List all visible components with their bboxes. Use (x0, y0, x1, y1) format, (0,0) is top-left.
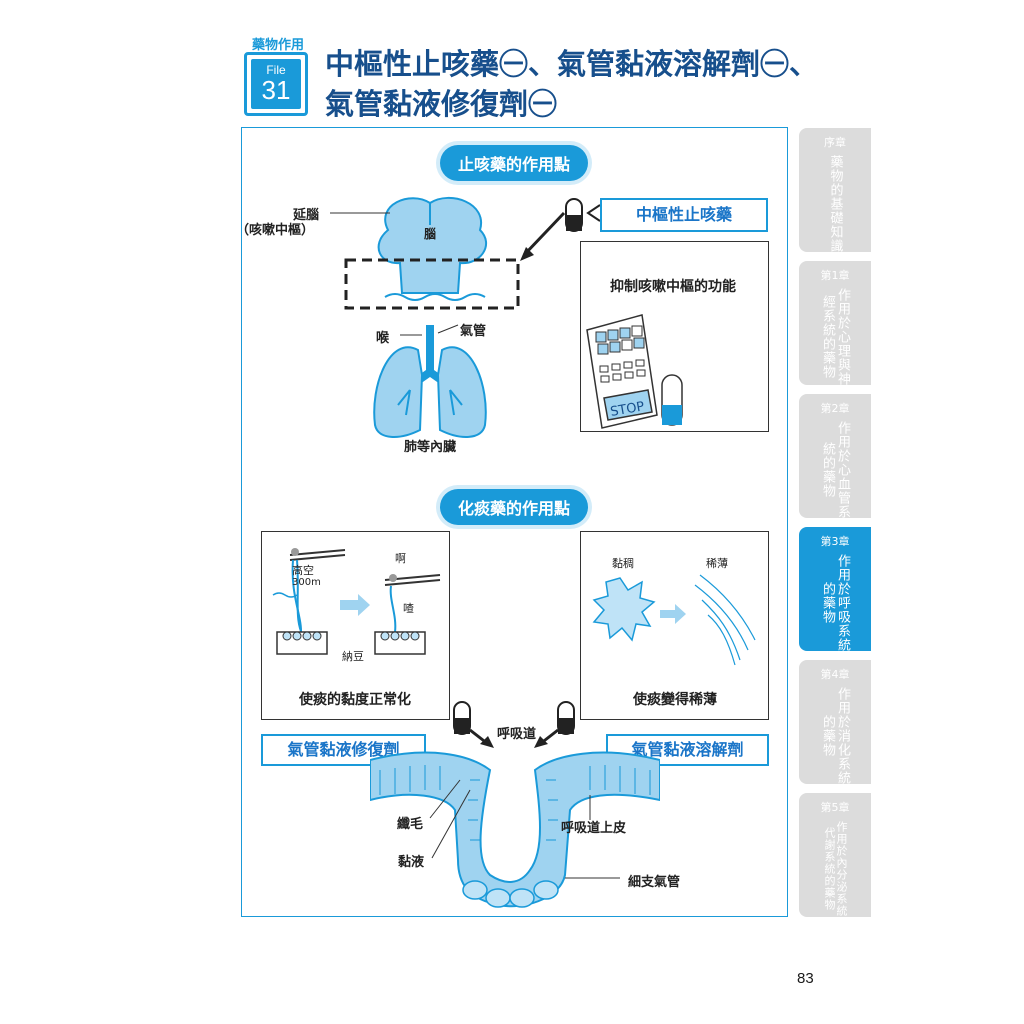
larynx-label: 喉 (376, 331, 390, 346)
cough-center-label: （咳嗽中樞） (236, 223, 315, 238)
viscosity-caption: 使痰的黏度正常化 (299, 692, 411, 708)
file-label: File (266, 63, 286, 77)
content-frame (241, 127, 788, 917)
altitude-label: 高空 (292, 564, 314, 577)
brain-lung-illustration (330, 196, 520, 438)
tab-chapter-4[interactable]: 第4章 作用於消化系統的藥物 (799, 660, 871, 785)
tab-chapter-2[interactable]: 第2章 作用於心血管系統的藥物 (799, 394, 871, 519)
natto-label: 納豆 (342, 650, 364, 663)
brain-label: 腦 (424, 227, 437, 241)
tab-chapter: 第2章 (820, 402, 850, 415)
medulla-dashed-box (344, 258, 520, 310)
mucus-repair-drug-label: 氣管黏液修復劑 (261, 734, 426, 766)
expectorant-heading: 化痰藥的作用點 (440, 489, 589, 525)
tab-title: 作用於心血管系統的藥物 (820, 421, 850, 519)
natto-illustration (272, 548, 441, 655)
tab-title: 作用於呼吸系統的藥物 (820, 554, 850, 652)
airway-label: 呼吸道 (497, 727, 537, 742)
tab-title: 藥物的基礎知識 (827, 155, 843, 253)
height-label: 300m (292, 577, 321, 588)
thinning-caption: 使痰變得稀薄 (633, 692, 717, 708)
effect-label: 抑制咳嗽中樞的功能 (610, 279, 736, 295)
antitussive-heading: 止咳藥的作用點 (440, 145, 589, 181)
brain-shape (377, 196, 487, 294)
tab-chapter-5[interactable]: 第5章 作用於內分泌系統代謝系統的藥物 (799, 793, 871, 917)
page-title: 中樞性止咳藥㊀、氣管黏液溶解劑㊀、 氣管黏液修復劑㊀ (325, 44, 818, 124)
tab-chapter: 第1章 (820, 269, 850, 282)
trachea-shape (405, 325, 455, 391)
central-antitussive-label: 中樞性止咳藥 (600, 198, 768, 232)
tab-chapter: 第3章 (820, 535, 850, 548)
tab-chapter-3[interactable]: 第3章 作用於呼吸系統的藥物 (799, 527, 871, 652)
tab-title: 作用於內分泌系統代謝系統的藥物 (823, 821, 848, 917)
tab-chapter: 第5章 (820, 801, 850, 814)
airway-illustration (370, 701, 660, 908)
left-lung (373, 346, 424, 438)
file-badge: File 31 (244, 52, 308, 116)
tab-title: 作用於消化系統的藥物 (820, 687, 850, 785)
stop-machine-illustration: STOP (586, 314, 683, 429)
tab-chapter-1[interactable]: 第1章 作用於心理與神經系統的藥物 (799, 261, 871, 386)
viscous-label: 黏稠 (612, 557, 634, 570)
sputum-thinning-illustration (592, 574, 756, 666)
title-line-1: 中樞性止咳藥㊀、氣管黏液溶解劑㊀、 (325, 47, 819, 81)
file-number: 31 (261, 75, 291, 105)
category-label: 藥物作用 (252, 38, 305, 53)
stop-sign-text: STOP (609, 399, 646, 420)
tab-chapter: 第4章 (820, 668, 850, 681)
ah-label: 啊 (395, 552, 406, 565)
thin-label: 稀薄 (706, 557, 728, 570)
mucus-label: 黏液 (398, 855, 425, 870)
epithelium-label: 呼吸道上皮 (561, 821, 627, 836)
tab-chapter: 序章 (824, 136, 846, 149)
tab-prologue[interactable]: 序章 藥物的基礎知識 (799, 128, 871, 253)
tab-title: 作用於心理與神經系統的藥物 (820, 288, 850, 386)
cilia-label: 纖毛 (397, 817, 424, 832)
capsule-arrow-1 (520, 198, 601, 261)
title-line-2: 氣管黏液修復劑㊀ (325, 87, 558, 121)
page-number: 83 (797, 970, 814, 987)
medulla-label: 延腦 (293, 208, 320, 223)
bronchiole-label: 細支氣管 (628, 875, 681, 890)
organs-label: 肺等內臟 (404, 440, 457, 455)
snip-label: 喳 (403, 602, 414, 615)
right-lung (436, 346, 487, 438)
trachea-label: 氣管 (460, 324, 487, 339)
